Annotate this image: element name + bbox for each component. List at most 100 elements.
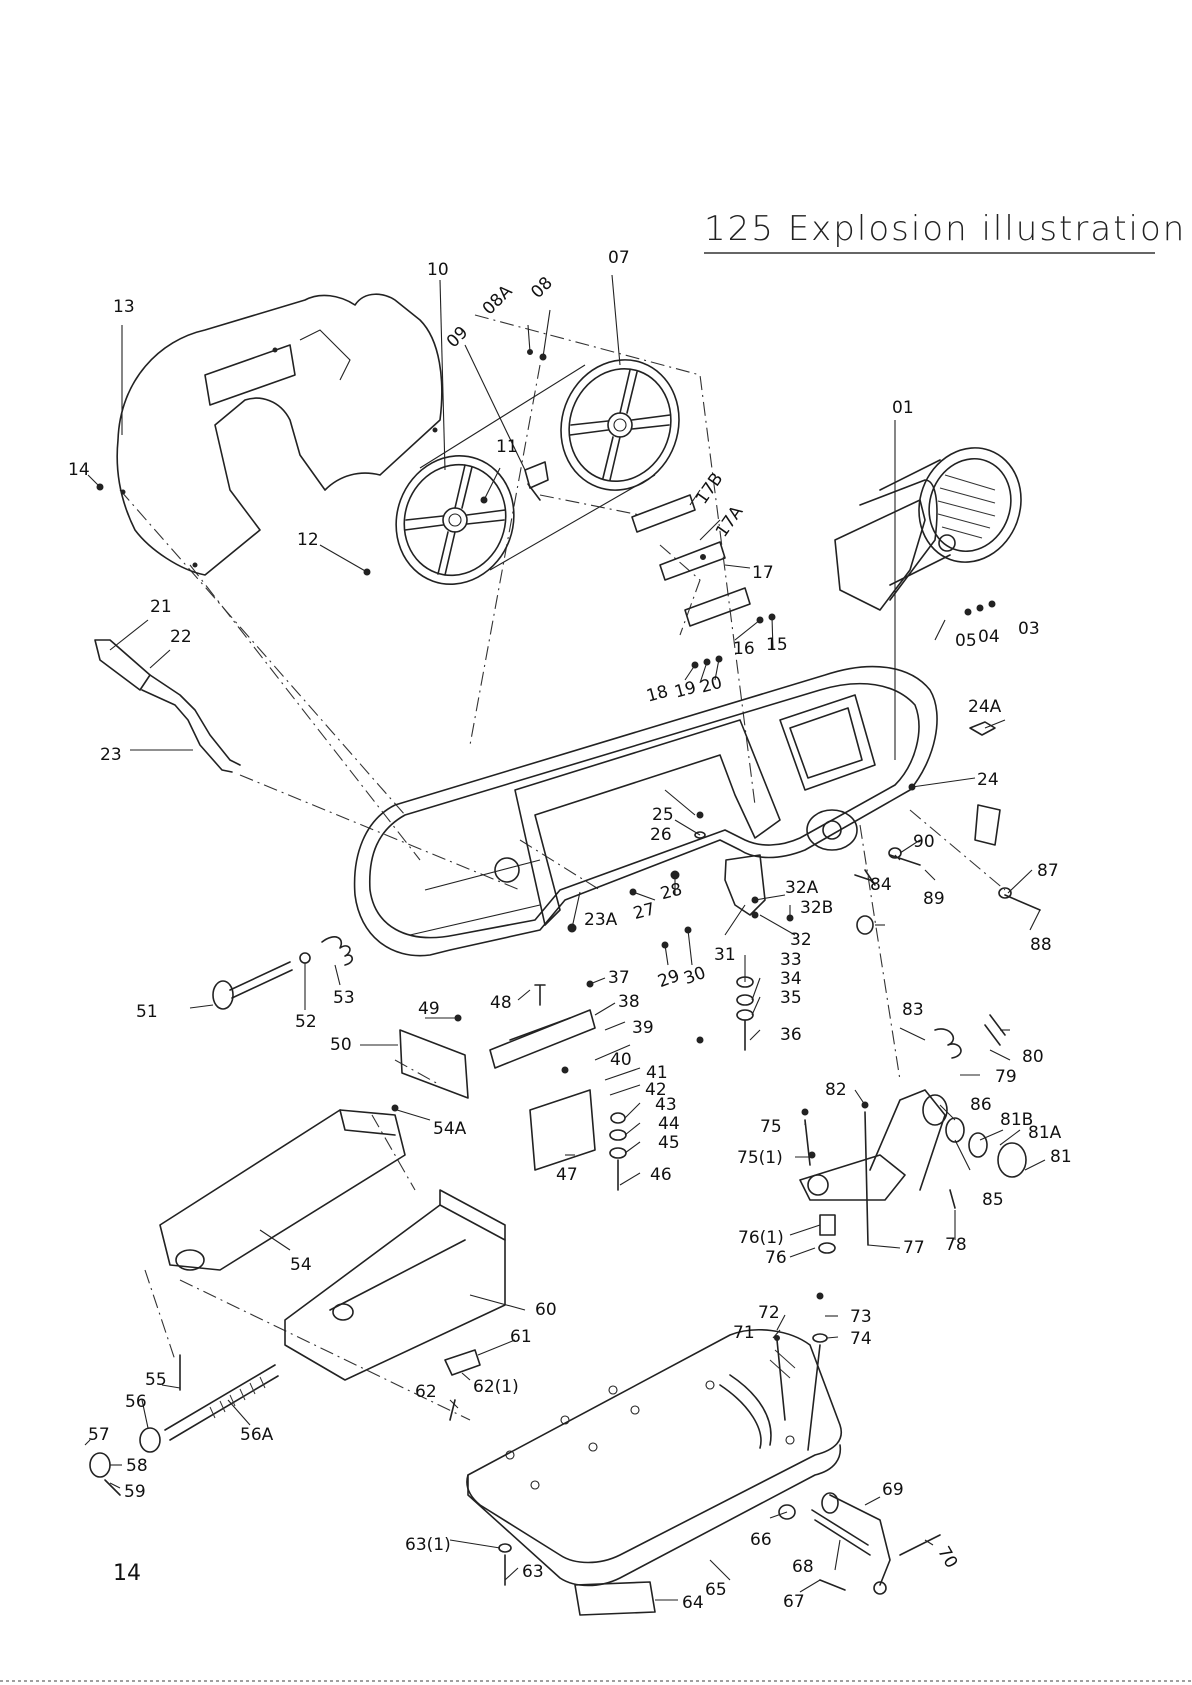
part-label: 56A xyxy=(240,1425,274,1445)
part-label: 12 xyxy=(297,530,319,550)
part-label: 49 xyxy=(418,999,440,1019)
part-label: 08A xyxy=(479,281,517,319)
part-label: 07 xyxy=(608,248,630,268)
blade-guide-part-47-48 xyxy=(489,984,596,1171)
assembly-lines xyxy=(119,314,1006,1421)
leader-lines xyxy=(84,274,1046,1601)
part-label: 03 xyxy=(1018,619,1040,639)
part-label: 32 xyxy=(790,930,812,950)
part-label: 24 xyxy=(977,770,999,790)
part-label: 59 xyxy=(124,1482,146,1502)
part-label: 71 xyxy=(733,1323,755,1343)
part-label: 90 xyxy=(913,832,935,852)
part-label: 38 xyxy=(618,992,640,1012)
part-label: 36 xyxy=(780,1025,802,1045)
part-label: 50 xyxy=(330,1035,352,1055)
part-label: 77 xyxy=(903,1238,925,1258)
part-label: 87 xyxy=(1037,861,1059,881)
part-label: 31 xyxy=(714,945,736,965)
part-label: 81A xyxy=(1028,1123,1062,1143)
part-label: 33 xyxy=(780,950,802,970)
part-label: 17 xyxy=(752,563,774,583)
part-label: 86 xyxy=(970,1095,992,1115)
part-label: 23A xyxy=(584,910,618,930)
part-label: 27 xyxy=(631,899,657,924)
part-label: 62 xyxy=(415,1382,437,1402)
part-label: 83 xyxy=(902,1000,924,1020)
motor-part-01 xyxy=(834,447,1022,616)
part-label: 08 xyxy=(527,273,556,302)
part-label: 22 xyxy=(170,627,192,647)
jaw-part-61 xyxy=(444,1349,481,1376)
wheel-part-10 xyxy=(395,454,515,586)
part-label: 51 xyxy=(136,1002,158,1022)
part-label: 75(1) xyxy=(737,1148,783,1168)
part-label: 09 xyxy=(443,323,472,352)
part-label: 44 xyxy=(658,1114,680,1134)
part-label: 17B xyxy=(692,469,727,508)
screw-part-62 xyxy=(449,1399,456,1421)
part-label: 79 xyxy=(995,1067,1017,1087)
part-label: 75 xyxy=(760,1117,782,1137)
part-label: 73 xyxy=(850,1307,872,1327)
part-label: 24A xyxy=(968,697,1002,717)
part-label: 54A xyxy=(433,1119,467,1139)
part-label: 04 xyxy=(978,627,1000,647)
part-label: 89 xyxy=(923,889,945,909)
part-label: 60 xyxy=(535,1300,557,1320)
part-label: 67 xyxy=(783,1592,805,1612)
part-label: 48 xyxy=(490,993,512,1013)
stop-bar-part-68-69 xyxy=(811,1492,941,1595)
tension-bolt-part-51-53 xyxy=(212,936,353,1010)
part-label: 88 xyxy=(1030,935,1052,955)
part-label: 39 xyxy=(632,1018,654,1038)
frame-part-24 xyxy=(353,665,938,957)
part-label: 78 xyxy=(945,1235,967,1255)
pointer-part-24A xyxy=(969,721,996,736)
part-label: 37 xyxy=(608,968,630,988)
part-label: 62(1) xyxy=(473,1377,519,1397)
page-number: 14 xyxy=(113,1561,141,1586)
part-label: 32A xyxy=(785,878,819,898)
part-label: 29 xyxy=(655,966,682,992)
part-label: 20 xyxy=(698,673,724,698)
part-label: 47 xyxy=(556,1165,578,1185)
part-label: 01 xyxy=(892,398,914,418)
part-label: 65 xyxy=(705,1580,727,1600)
part-label: 05 xyxy=(955,631,977,651)
part-label: 42 xyxy=(645,1080,667,1100)
part-label: 19 xyxy=(672,678,698,703)
part-label: 68 xyxy=(792,1557,814,1577)
part-label: 85 xyxy=(982,1190,1004,1210)
part-label: 66 xyxy=(750,1530,772,1550)
fasteners xyxy=(391,811,1041,1586)
diagram-title: 125 Explosion illustration xyxy=(704,209,1186,249)
part-label: 64 xyxy=(682,1593,704,1613)
part-label: 63(1) xyxy=(405,1535,451,1555)
part-label: 46 xyxy=(650,1165,672,1185)
part-label: 23 xyxy=(100,745,122,765)
part-label: 43 xyxy=(655,1095,677,1115)
part-label: 52 xyxy=(295,1012,317,1032)
part-label: 58 xyxy=(126,1456,148,1476)
part-label: 11 xyxy=(496,437,518,457)
part-label: 26 xyxy=(650,825,672,845)
part-label: 53 xyxy=(333,988,355,1008)
part-label: 40 xyxy=(610,1050,632,1070)
part-label: 82 xyxy=(825,1080,847,1100)
part-label: 69 xyxy=(882,1480,904,1500)
shaft-part-09 xyxy=(524,461,549,501)
wheel-part-07 xyxy=(560,359,680,491)
bracket-part-87 xyxy=(974,804,1001,846)
part-label: 21 xyxy=(150,597,172,617)
arm-part-54 xyxy=(159,1109,406,1271)
part-label: 14 xyxy=(68,460,90,480)
part-label: 72 xyxy=(758,1303,780,1323)
part-label: 57 xyxy=(88,1425,110,1445)
part-label: 55 xyxy=(145,1370,167,1390)
part-label: 16 xyxy=(733,639,755,659)
part-label: 10 xyxy=(427,260,449,280)
blade-guard-part-13 xyxy=(116,293,443,576)
part-label: 45 xyxy=(658,1133,680,1153)
